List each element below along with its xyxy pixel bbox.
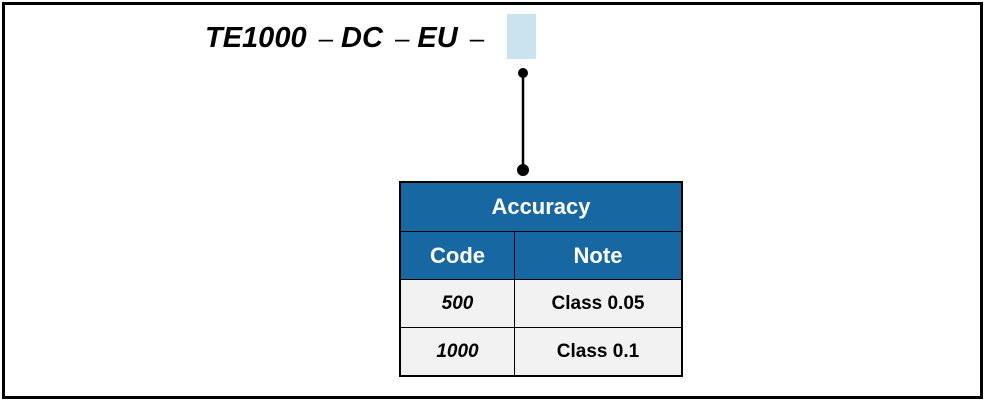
table-cell-note: Class 0.05 (514, 279, 683, 328)
model-code: TE1000 – DC – EU – (205, 18, 492, 58)
table-row: 1000 Class 0.1 (399, 327, 683, 377)
accuracy-code-slot (507, 14, 536, 59)
table-title: Accuracy (399, 181, 683, 232)
table-header-row: Code Note (399, 231, 683, 280)
table-title-row: Accuracy (399, 181, 683, 232)
connector-top-dot (518, 68, 528, 78)
model-separator: – (318, 22, 334, 53)
table-row: 500 Class 0.05 (399, 279, 683, 328)
diagram-frame (2, 2, 983, 399)
column-header-code: Code (399, 231, 515, 280)
table-cell-note: Class 0.1 (514, 327, 683, 377)
connector-bottom-dot (517, 164, 529, 176)
model-segment-region: EU (417, 21, 458, 54)
model-segment-series: TE1000 (205, 21, 307, 54)
accuracy-table: Accuracy Code Note 500 Class 0.05 1000 C… (399, 181, 683, 377)
table-cell-code: 1000 (399, 327, 515, 377)
table-cell-code: 500 (399, 279, 515, 328)
model-separator: – (469, 22, 485, 53)
model-segment-type: DC (341, 21, 383, 54)
model-separator: – (394, 22, 410, 53)
column-header-note: Note (514, 231, 683, 280)
